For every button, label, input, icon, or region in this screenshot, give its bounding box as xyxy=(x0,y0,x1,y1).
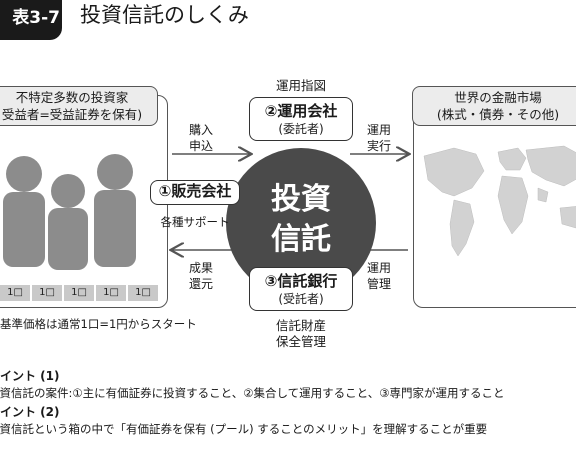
operation-label-line2: 実行 xyxy=(366,139,391,153)
trustee-bottom-line1: 信託財産 xyxy=(275,318,326,333)
coin-row: 1□ 1□ 1□ 1□ 1□ xyxy=(0,285,160,301)
management-label-line2: 管理 xyxy=(366,277,391,291)
market-label: 世界の金融市場 (株式・債券・その他) xyxy=(412,86,576,126)
operation-label-line1: 運用 xyxy=(366,123,391,137)
purchase-label-line1: 購入 xyxy=(188,123,213,137)
center-line1: 投資 xyxy=(271,182,331,217)
operator-name: ②運用会社 xyxy=(264,102,338,120)
seller-name: ①販売会社 xyxy=(158,182,232,200)
investors-label-line1: 不特定多数の投資家 xyxy=(15,90,129,105)
return-label: 成果 還元 xyxy=(186,260,216,292)
market-panel xyxy=(413,95,576,308)
return-label-line2: 還元 xyxy=(188,277,213,291)
coin-unit: 1□ xyxy=(32,285,62,301)
investors-label-line2: 受益者=受益証券を保有) xyxy=(1,107,143,122)
point1-title: ポイント (1) xyxy=(0,369,60,383)
market-label-line1: 世界の金融市場 xyxy=(454,90,542,105)
operator-role: (委託者) xyxy=(278,122,324,136)
trustee-bottom-line2: 保全管理 xyxy=(275,334,326,349)
trustee-box: ③信託銀行 (受託者) xyxy=(249,267,353,311)
purchase-label-line2: 申込 xyxy=(188,139,213,153)
operator-top-label: 運用指図 xyxy=(275,78,326,93)
center-line2: 信託 xyxy=(271,222,331,257)
operator-box: ②運用会社 (委託者) xyxy=(249,97,353,141)
management-label-line1: 運用 xyxy=(366,261,391,275)
point2-text: 投資信託という箱の中で「有価証券を保有 (プール) することのメリット」を理解す… xyxy=(0,422,488,436)
support-label: 各種サポート xyxy=(160,215,230,229)
investor-silhouettes-icon xyxy=(3,154,136,270)
coin-unit: 1□ xyxy=(128,285,158,301)
management-label: 運用 管理 xyxy=(364,260,394,292)
investors-label: 不特定多数の投資家 受益者=受益証券を保有) xyxy=(0,86,158,126)
page-title: 投資信託のしくみ xyxy=(80,3,249,27)
trustee-name: ③信託銀行 xyxy=(264,272,338,290)
world-map-icon xyxy=(423,145,576,257)
base-price-note: 基準価格は通常1口=1円からスタート xyxy=(0,317,197,331)
coin-unit: 1□ xyxy=(96,285,126,301)
return-label-line1: 成果 xyxy=(188,261,213,275)
figure-number-tab: 表3-7 xyxy=(0,0,62,40)
point1-text: 投資信託の案件:①主に有価証券に投資すること、②集合して運用すること、③専門家が… xyxy=(0,386,505,400)
market-label-line2: (株式・債券・その他) xyxy=(436,107,560,122)
operation-label: 運用 実行 xyxy=(364,122,394,154)
trustee-role: (受託者) xyxy=(278,292,324,306)
coin-unit: 1□ xyxy=(0,285,30,301)
point2-title: ポイント (2) xyxy=(0,405,60,419)
seller-box: ①販売会社 xyxy=(150,180,240,205)
trustee-bottom-label: 信託財産 保全管理 xyxy=(261,318,341,350)
purchase-label: 購入 申込 xyxy=(186,122,216,154)
coin-unit: 1□ xyxy=(64,285,94,301)
